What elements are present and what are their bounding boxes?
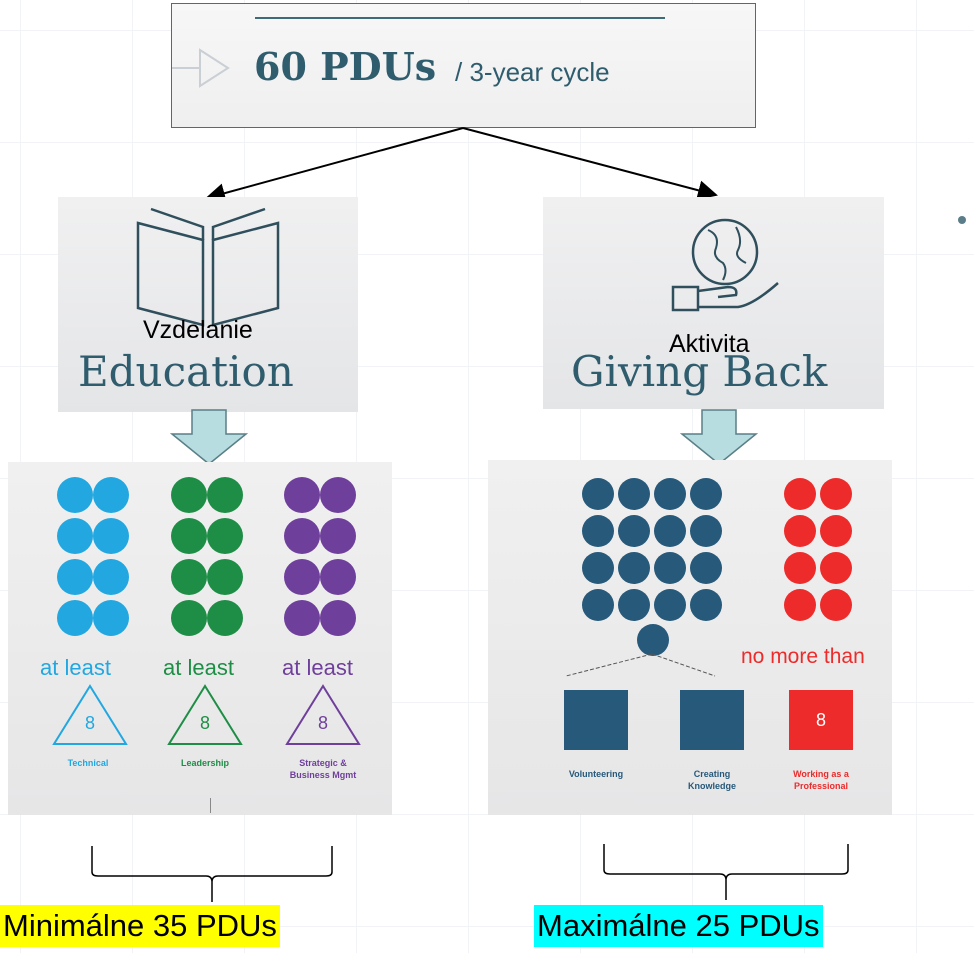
- book-icon: [136, 207, 280, 327]
- dot-giving: [690, 552, 722, 584]
- working-professional-number: 8: [815, 710, 826, 730]
- dot-giving: [618, 515, 650, 547]
- label-strategic: Strategic & Business Mgmt: [289, 758, 357, 780]
- dot-giving: [618, 589, 650, 621]
- dot-giving: [654, 478, 686, 510]
- dot-technical: [93, 518, 129, 554]
- dot-leadership: [171, 559, 207, 595]
- globe-hand-icon: [671, 218, 779, 312]
- technical-number: 8: [84, 713, 95, 733]
- dot-technical: [93, 600, 129, 636]
- header-rule: [255, 17, 665, 19]
- giving-back-title: Giving Back: [571, 347, 828, 396]
- dot-professional: [784, 589, 816, 621]
- dot-strategic: [320, 518, 356, 554]
- dot-professional: [820, 552, 852, 584]
- dot-giving: [654, 589, 686, 621]
- dot-strategic: [284, 600, 320, 636]
- triangle-leadership-icon: [167, 684, 243, 745]
- brace-icon: [91, 846, 333, 902]
- dot-giving: [582, 589, 614, 621]
- split-lines: [565, 653, 716, 677]
- dot-strategic: [320, 477, 356, 513]
- footer-minimum: Minimálne 35 PDUs: [0, 905, 280, 947]
- dot-strategic: [284, 477, 320, 513]
- at-least-leadership: at least: [163, 655, 234, 680]
- no-more-than-label: no more than: [741, 645, 865, 668]
- dot-technical: [93, 559, 129, 595]
- header-box: [171, 3, 756, 128]
- dot-leadership: [171, 600, 207, 636]
- dot-professional: [820, 515, 852, 547]
- giving-back-breakdown-panel: [488, 460, 892, 815]
- dot-giving: [582, 552, 614, 584]
- dot-leadership: [207, 477, 243, 513]
- dot-strategic: [320, 600, 356, 636]
- dot-technical: [57, 559, 93, 595]
- dot-professional: [820, 589, 852, 621]
- dot-strategic: [320, 559, 356, 595]
- dot-technical: [57, 477, 93, 513]
- down-arrow-icon: [170, 409, 248, 465]
- dot-giving: [690, 515, 722, 547]
- dot-leadership: [171, 477, 207, 513]
- leadership-number: 8: [199, 713, 210, 733]
- dot-strategic: [284, 518, 320, 554]
- dot-giving: [654, 515, 686, 547]
- label-volunteering: Volunteering: [568, 769, 624, 779]
- label-technical: Technical: [67, 758, 109, 768]
- dot-technical: [93, 477, 129, 513]
- bullet-marker: [958, 216, 966, 224]
- brace-icon: [603, 844, 849, 900]
- dot-technical: [57, 600, 93, 636]
- working-professional-square: 8: [789, 690, 853, 750]
- arrow-to-giving-back: [462, 127, 718, 201]
- dot-giving-split: [637, 624, 669, 656]
- play-arrow-icon: [172, 48, 230, 88]
- label-working-professional: Working as a Professional: [793, 769, 849, 791]
- dot-leadership: [171, 518, 207, 554]
- dot-leadership: [207, 518, 243, 554]
- at-least-technical: at least: [40, 655, 111, 680]
- strategic-number: 8: [317, 713, 328, 733]
- dot-leadership: [207, 559, 243, 595]
- dot-professional: [784, 552, 816, 584]
- dot-giving: [618, 552, 650, 584]
- dot-technical: [57, 518, 93, 554]
- arrow-to-education: [205, 127, 464, 203]
- at-least-strategic: at least: [282, 655, 353, 680]
- tick-mark: [210, 798, 211, 813]
- dot-strategic: [284, 559, 320, 595]
- education-label-sk: Vzdelanie: [143, 316, 253, 344]
- education-panel: [58, 197, 358, 412]
- triangle-strategic-icon: [285, 684, 361, 745]
- triangle-technical-icon: [52, 684, 128, 745]
- dot-professional: [784, 515, 816, 547]
- creating-knowledge-square: [680, 690, 744, 750]
- giving-back-label-sk: Aktivita: [669, 330, 750, 358]
- label-leadership: Leadership: [180, 758, 229, 768]
- down-arrow-icon: [680, 409, 758, 465]
- dot-giving: [654, 552, 686, 584]
- dot-leadership: [207, 600, 243, 636]
- dot-giving: [582, 515, 614, 547]
- header-pdus: 60 PDUs: [254, 44, 437, 89]
- dot-giving: [618, 478, 650, 510]
- header-cycle: / 3-year cycle: [455, 57, 610, 87]
- footer-maximum: Maximálne 25 PDUs: [534, 905, 823, 947]
- volunteering-square: [564, 690, 628, 750]
- dot-giving: [582, 478, 614, 510]
- dot-giving: [690, 478, 722, 510]
- dot-professional: [820, 478, 852, 510]
- label-creating-knowledge: Creating Knowledge: [687, 769, 736, 791]
- dot-giving: [690, 589, 722, 621]
- dot-professional: [784, 478, 816, 510]
- education-title: Education: [78, 347, 294, 396]
